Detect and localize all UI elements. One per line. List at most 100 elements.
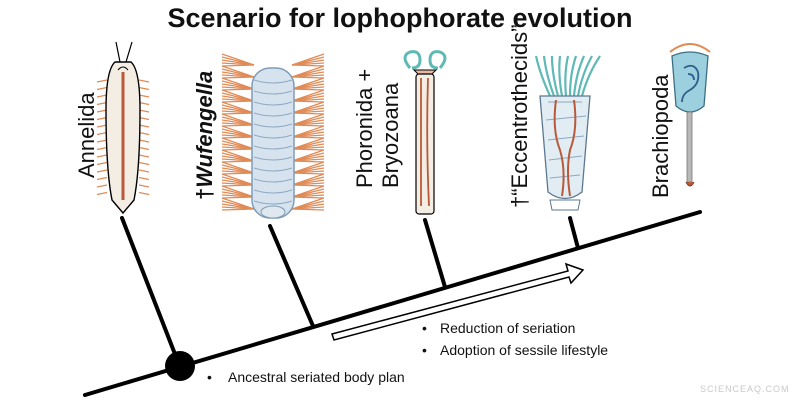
phoronid-tube-icon [403, 50, 447, 215]
annelid-bristle [96, 154, 108, 158]
wufengella-bristle [291, 136, 325, 139]
wufengella-segment [253, 134, 293, 139]
annelid-bristle [138, 131, 150, 136]
eccentrothecid-tentacle [576, 55, 593, 97]
wufengella-segment [253, 101, 293, 106]
wufengella-segment [253, 145, 293, 150]
wufengella-bristle [291, 124, 325, 127]
wufengella-bristle [291, 196, 325, 199]
wufengella-bristle [221, 64, 255, 67]
wufengella-bristle [221, 136, 255, 139]
brachiopod-shell-icon [669, 43, 711, 187]
annelid-bristle [138, 169, 150, 173]
wufengella-bristle [221, 184, 255, 187]
annelid-bristle [138, 101, 150, 106]
annelid-bristle [138, 124, 150, 128]
wufengella-name: Wufengella [192, 71, 217, 188]
wufengella-bristle [291, 208, 325, 211]
annelid-bristle [138, 184, 150, 188]
eccentrothecid-tentacle [564, 55, 570, 97]
annelid-bristle [96, 124, 108, 128]
node-bullet: • [207, 369, 212, 385]
wufengella-segment [253, 112, 293, 117]
annelid-bristle [138, 176, 150, 181]
wufengella-bristle [291, 160, 325, 163]
annelid-bristle [138, 86, 150, 91]
annelid-bristle [138, 94, 150, 98]
annelid-bristle [96, 79, 108, 83]
annelid-bristle [96, 169, 108, 173]
annelid-bristle [96, 94, 108, 98]
annelid-worm-icon [96, 41, 150, 215]
diagram-title: Scenario for lophophorate evolution [167, 3, 632, 33]
branch-phoronida [423, 218, 447, 289]
wufengella-bristle [291, 100, 325, 103]
annelid-bristle [96, 184, 108, 188]
label-brachiopoda: Brachiopoda [648, 74, 673, 198]
branch-annelida [120, 216, 182, 369]
label-eccentrothecids: †“Eccentrothecids” [507, 25, 532, 208]
wufengella-bristle [291, 172, 325, 175]
wufengella-segment [253, 156, 293, 161]
eccentrothecid-tentacle [572, 55, 586, 97]
annelid-bristle [138, 161, 150, 166]
wufengella-bristle [221, 112, 255, 115]
annelid-bristle [138, 79, 150, 83]
trend-note-1: Reduction of seriation [440, 320, 575, 336]
dagger-symbol: † [192, 188, 217, 200]
branch-wufengella [268, 224, 315, 328]
eccentrothecid-tentacle [534, 55, 552, 97]
wufengella-bristle [221, 172, 255, 175]
trend-arrow [331, 262, 585, 341]
wufengella-bristle [291, 76, 325, 79]
eccentrothecid-tentacle [542, 55, 556, 97]
annelid-bristle [96, 146, 108, 151]
wufengella-bristle [221, 160, 255, 163]
wufengella-segment [253, 123, 293, 128]
annelid-bristle [96, 191, 108, 196]
eccentrothecid-tentacle [568, 55, 578, 97]
label-phoronida-line2: Bryozoana [378, 82, 403, 188]
label-phoronida-line1: Phoronida + [352, 69, 377, 188]
label-annelida: Annelida [74, 92, 99, 178]
wufengella-segment [253, 167, 293, 172]
wufengella-bristle [221, 88, 255, 91]
trend-bullet-2: • [422, 342, 427, 358]
annelid-bristle [138, 191, 150, 196]
wufengella-bristle [291, 64, 325, 67]
wufengella-bristle [221, 100, 255, 103]
wufengella-bristle [291, 112, 325, 115]
eccentrothecid-tentacle [550, 55, 560, 97]
node-note: Ancestral seriated body plan [228, 369, 405, 385]
wufengella-bristle [291, 148, 325, 151]
ancestral-node [165, 351, 195, 381]
wufengella-fossil-icon [221, 53, 325, 219]
wufengella-segment [253, 189, 293, 194]
annelid-bristle [96, 86, 108, 91]
annelid-bristle [96, 139, 108, 143]
eccentrothecid-tentacle [558, 55, 564, 97]
wufengella-bristle [221, 196, 255, 199]
wufengella-bristle [221, 148, 255, 151]
wufengella-bristle [221, 76, 255, 79]
annelid-bristle [138, 154, 150, 158]
annelid-bristle [138, 139, 150, 143]
annelid-bristle [96, 176, 108, 181]
wufengella-segment [253, 79, 293, 84]
trend-note-2: Adoption of sessile lifestyle [440, 342, 608, 358]
watermark: SCIENCEAQ.COM [700, 384, 790, 394]
wufengella-segment [253, 178, 293, 183]
wufengella-bristle [221, 124, 255, 127]
annelid-bristle [96, 131, 108, 136]
wufengella-segment [253, 90, 293, 95]
label-wufengella: †Wufengella [192, 71, 217, 200]
eccentrothecid-tube-icon [534, 55, 601, 211]
wufengella-segment [253, 200, 293, 205]
annelid-bristle [96, 161, 108, 166]
wufengella-bristle [291, 184, 325, 187]
trend-bullet-1: • [422, 320, 427, 336]
branch-eccentrothecids [568, 216, 580, 250]
eccentrothecid-tentacle [580, 55, 601, 97]
